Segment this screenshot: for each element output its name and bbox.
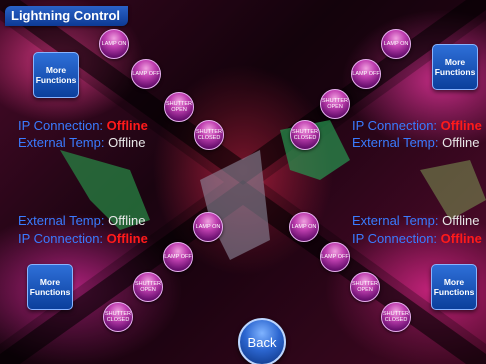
more-functions-button-top-left[interactable]: More Functions [33, 52, 79, 98]
ip-connection-value: Offline [106, 118, 148, 133]
external-temp-label: External Temp: [352, 213, 439, 228]
lamp-off-button-top-right[interactable]: LAMP OFF [351, 59, 381, 89]
back-button[interactable]: Back [238, 318, 286, 364]
ip-connection-status-top-left: IP Connection: Offline [18, 118, 148, 133]
ip-connection-status-bottom-left: IP Connection: Offline [18, 231, 148, 246]
external-temp-label: External Temp: [352, 135, 439, 150]
lamp-on-button-top-right[interactable]: LAMP ON [381, 29, 411, 59]
external-temp-status-top-left: External Temp: Offline [18, 135, 145, 150]
shutter-closed-button-bottom-right[interactable]: SHUTTER CLOSED [381, 302, 411, 332]
external-temp-value: Offline [108, 213, 146, 228]
external-temp-label: External Temp: [18, 135, 105, 150]
lamp-on-button-bottom-right[interactable]: LAMP ON [289, 212, 319, 242]
shutter-open-button-bottom-right[interactable]: SHUTTER OPEN [350, 272, 380, 302]
lamp-off-button-top-left[interactable]: LAMP OFF [131, 59, 161, 89]
external-temp-status-bottom-right: External Temp: Offline [352, 213, 479, 228]
ip-connection-status-bottom-right: IP Connection: Offline [352, 231, 482, 246]
ip-connection-value: Offline [440, 231, 482, 246]
shutter-closed-button-top-right[interactable]: SHUTTER CLOSED [290, 120, 320, 150]
ip-connection-label: IP Connection: [352, 231, 438, 246]
more-functions-button-bottom-right[interactable]: More Functions [431, 264, 477, 310]
lamp-off-button-bottom-right[interactable]: LAMP OFF [320, 242, 350, 272]
external-temp-status-bottom-left: External Temp: Offline [18, 213, 145, 228]
shutter-open-button-top-left[interactable]: SHUTTER OPEN [164, 92, 194, 122]
external-temp-value: Offline [442, 213, 480, 228]
ip-connection-label: IP Connection: [352, 118, 438, 133]
ip-connection-status-top-right: IP Connection: Offline [352, 118, 482, 133]
shutter-closed-button-top-left[interactable]: SHUTTER CLOSED [194, 120, 224, 150]
external-temp-value: Offline [108, 135, 146, 150]
lamp-off-button-bottom-left[interactable]: LAMP OFF [163, 242, 193, 272]
external-temp-value: Offline [442, 135, 480, 150]
shutter-open-button-top-right[interactable]: SHUTTER OPEN [320, 89, 350, 119]
ip-connection-label: IP Connection: [18, 231, 104, 246]
lamp-on-button-top-left[interactable]: LAMP ON [99, 29, 129, 59]
more-functions-button-bottom-left[interactable]: More Functions [27, 264, 73, 310]
app-title: Lightning Control [5, 6, 129, 26]
ip-connection-label: IP Connection: [18, 118, 104, 133]
shutter-closed-button-bottom-left[interactable]: SHUTTER CLOSED [103, 302, 133, 332]
ip-connection-value: Offline [106, 231, 148, 246]
lamp-on-button-bottom-left[interactable]: LAMP ON [193, 212, 223, 242]
ip-connection-value: Offline [440, 118, 482, 133]
shutter-open-button-bottom-left[interactable]: SHUTTER OPEN [133, 272, 163, 302]
external-temp-status-top-right: External Temp: Offline [352, 135, 479, 150]
external-temp-label: External Temp: [18, 213, 105, 228]
more-functions-button-top-right[interactable]: More Functions [432, 44, 478, 90]
